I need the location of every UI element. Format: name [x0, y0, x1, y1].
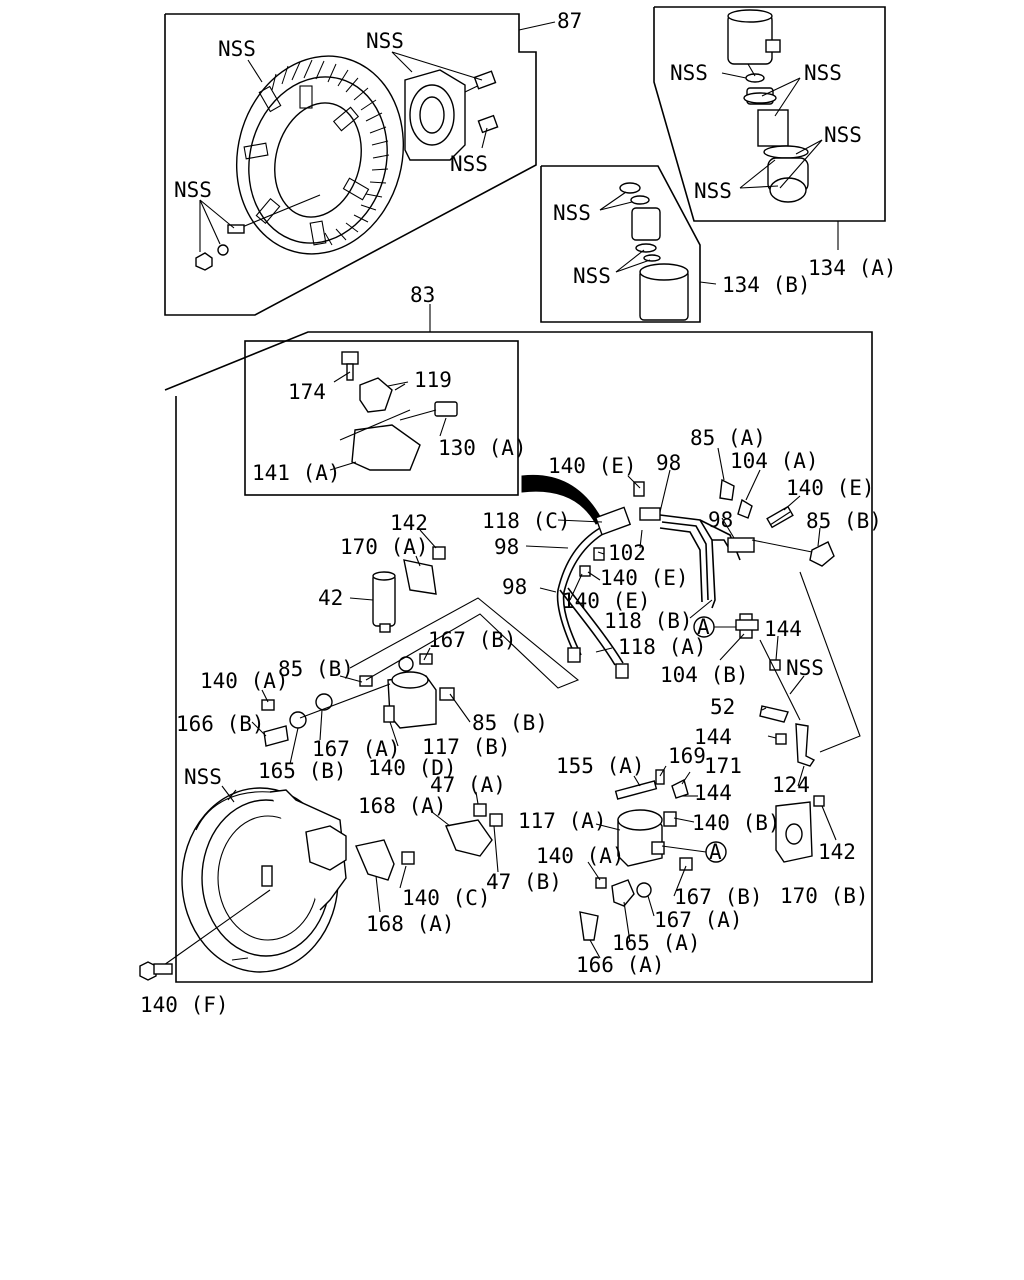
- nss-label-nut: NSS: [174, 178, 212, 202]
- label-167a-2: 167 (A): [654, 908, 743, 932]
- label-117a: 117 (A): [518, 809, 607, 833]
- label-140a-2: 140 (A): [536, 844, 625, 868]
- label-140e-2: 140 (E): [786, 476, 875, 500]
- label-166b: 166 (B): [176, 712, 265, 736]
- label-98-1: 98: [656, 451, 681, 475]
- label-98-2: 98: [708, 508, 733, 532]
- nss-label-134a-3: NSS: [824, 123, 862, 147]
- right-fitting-cluster: A: [693, 571, 861, 863]
- nss-label-bolt: NSS: [450, 152, 488, 176]
- label-134a: 134 (A): [808, 256, 897, 280]
- label-140a-1: 140 (A): [200, 669, 289, 693]
- label-140c: 140 (C): [402, 886, 491, 910]
- label-98-3: 98: [494, 535, 519, 559]
- circle-a-2: A: [709, 840, 722, 864]
- label-102: 102: [608, 541, 646, 565]
- label-170a: 170 (A): [340, 535, 429, 559]
- label-168a-2: 168 (A): [366, 912, 455, 936]
- label-140e-3: 140 (E): [600, 566, 689, 590]
- label-83: 83: [410, 283, 435, 307]
- label-85a: 85 (A): [690, 426, 766, 450]
- solenoid-a-leaders: [587, 765, 698, 959]
- nss-label-134a-2: NSS: [804, 61, 842, 85]
- label-124: 124: [772, 773, 810, 797]
- nss-label-right: NSS: [786, 656, 824, 680]
- box-134a-leaders: [721, 72, 823, 189]
- nss-label-134b-2: NSS: [573, 264, 611, 288]
- solenoid-b-cluster: [261, 546, 580, 747]
- nss-label-134a-1: NSS: [670, 61, 708, 85]
- label-104b: 104 (B): [660, 663, 749, 687]
- solenoid-a-cluster: A: [579, 769, 727, 941]
- pipes-leaders: [525, 447, 821, 653]
- label-118b: 118 (B): [604, 609, 693, 633]
- label-142-2: 142: [818, 840, 856, 864]
- fan-bracket-illustration: [404, 69, 499, 161]
- brackets-168-cluster: [355, 803, 503, 881]
- label-171: 171: [704, 754, 742, 778]
- brackets-168-leaders: [375, 791, 499, 913]
- nss-label-housing: NSS: [184, 765, 222, 789]
- inset-box-119: [244, 340, 519, 496]
- label-167a-1: 167 (A): [312, 737, 401, 761]
- label-134b: 134 (B): [722, 273, 811, 297]
- label-118c: 118 (C): [482, 509, 571, 533]
- label-170b: 170 (B): [780, 884, 869, 908]
- label-85b-1: 85 (B): [806, 509, 882, 533]
- label-85b-3: 85 (B): [472, 711, 548, 735]
- nss-label-134b-1: NSS: [553, 201, 591, 225]
- label-167b-2: 167 (B): [674, 885, 763, 909]
- label-168a-1: 168 (A): [358, 794, 447, 818]
- label-144-1: 144: [764, 617, 802, 641]
- label-165a: 165 (A): [612, 931, 701, 955]
- circle-a-1: A: [697, 615, 710, 639]
- label-47a: 47 (A): [430, 773, 506, 797]
- label-104a: 104 (A): [730, 449, 819, 473]
- box-87-leaders: [199, 51, 488, 252]
- valve-assembly-b-illustration: [619, 182, 689, 321]
- inset-119-leaders: [329, 371, 447, 471]
- label-166a: 166 (A): [576, 953, 665, 977]
- box-134b-leaders: [599, 191, 651, 273]
- label-87: 87: [557, 9, 582, 33]
- label-140d: 140 (D): [368, 756, 457, 780]
- label-52: 52: [710, 695, 735, 719]
- box-87-group: 87: [164, 9, 582, 316]
- label-85b-2: 85 (B): [278, 657, 354, 681]
- label-174: 174: [288, 380, 326, 404]
- label-169: 169: [668, 744, 706, 768]
- nss-housing-leader: [221, 785, 235, 803]
- label-42: 42: [318, 586, 343, 610]
- label-140e-4: 140 (E): [562, 589, 651, 613]
- label-140e-1: 140 (E): [548, 454, 637, 478]
- nss-label-bracket: NSS: [366, 29, 404, 53]
- label-117b: 117 (B): [422, 735, 511, 759]
- label-167b-1: 167 (B): [428, 628, 517, 652]
- label-130a: 130 (A): [438, 436, 527, 460]
- nss-label-134a-4: NSS: [694, 179, 732, 203]
- label-119: 119: [414, 368, 452, 392]
- label-141a: 141 (A): [252, 461, 341, 485]
- nss-label-fan: NSS: [218, 37, 256, 61]
- label-142-1: 142: [390, 511, 428, 535]
- valve-assembly-a-illustration: [727, 9, 809, 203]
- cooling-fan-illustration: [195, 55, 405, 271]
- box-134a-group: 134 (A): [653, 6, 897, 280]
- label-140f: 140 (F): [140, 993, 229, 1017]
- label-118a: 118 (A): [618, 635, 707, 659]
- flywheel-housing-illustration: [139, 787, 347, 981]
- label-140b: 140 (B): [692, 811, 781, 835]
- label-98-4: 98: [502, 575, 527, 599]
- label-144-3: 144: [694, 781, 732, 805]
- right-fitting-leaders: [719, 633, 837, 841]
- solenoid-b-leaders: [251, 529, 471, 765]
- label-47b: 47 (B): [486, 870, 562, 894]
- box-134b-group: 134 (B): [540, 165, 811, 323]
- label-155a: 155 (A): [556, 754, 645, 778]
- injection-pipes-illustration: [556, 478, 835, 679]
- label-165b: 165 (B): [258, 759, 347, 783]
- label-144-2: 144: [694, 725, 732, 749]
